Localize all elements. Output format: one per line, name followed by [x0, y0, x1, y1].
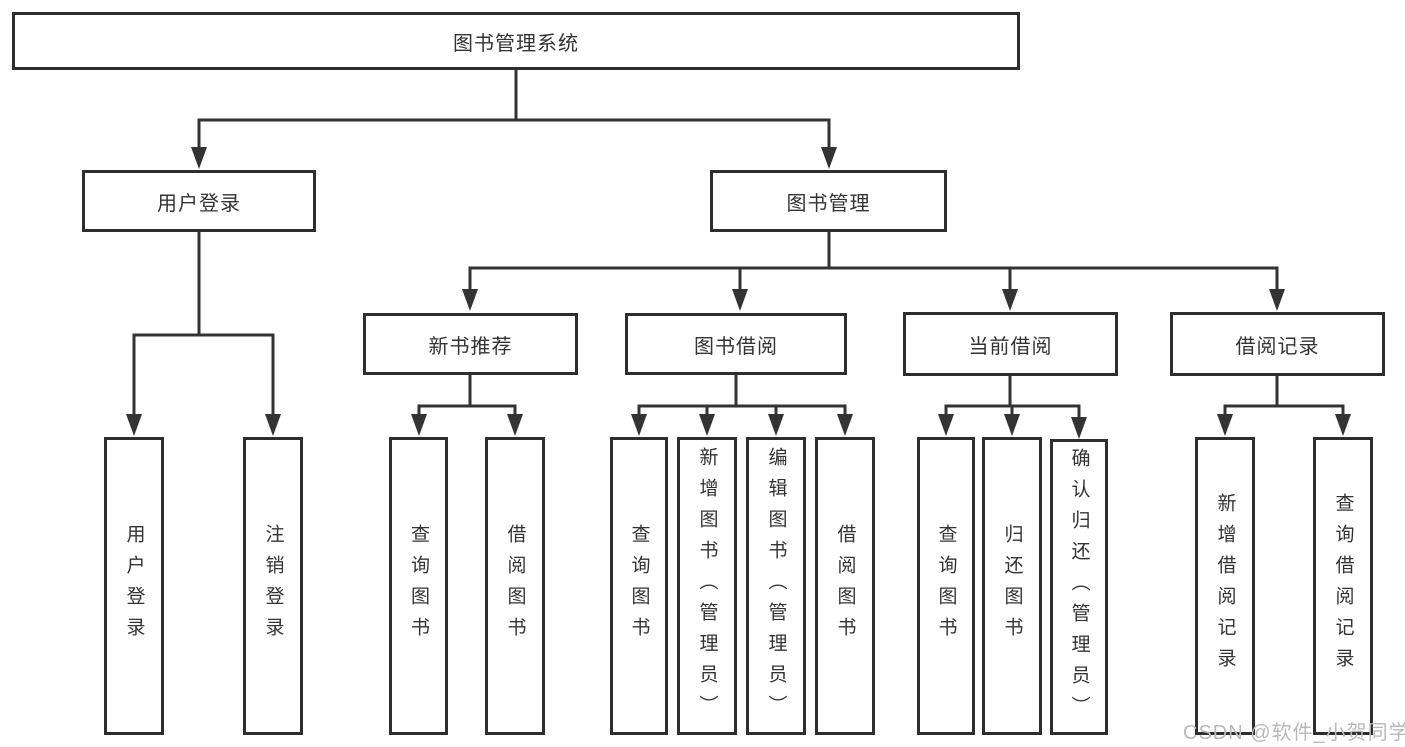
node-user-login: 用户登录 [82, 170, 316, 232]
leaf-add-book-admin: 新增图书（管理员） [677, 437, 737, 735]
leaf-add-borrow-record: 新增借阅记录 [1195, 437, 1255, 735]
leaf-user-login: 用户登录 [104, 437, 164, 735]
leaf-logout: 注销登录 [243, 437, 303, 735]
leaf-query-book-recommend: 查询图书 [389, 437, 448, 735]
node-book-borrow: 图书借阅 [625, 313, 847, 375]
node-library-management-system: 图书管理系统 [12, 12, 1020, 70]
node-new-book-recommend: 新书推荐 [363, 313, 578, 375]
leaf-query-borrow-record: 查询借阅记录 [1313, 437, 1373, 735]
node-book-management: 图书管理 [710, 170, 947, 232]
node-current-borrow: 当前借阅 [903, 312, 1118, 376]
leaf-edit-book-admin: 编辑图书（管理员） [746, 437, 806, 735]
leaf-query-book-current: 查询图书 [917, 437, 975, 735]
leaf-return-book: 归还图书 [982, 437, 1042, 735]
leaf-query-book-borrow: 查询图书 [610, 437, 668, 735]
leaf-borrow-book: 借阅图书 [815, 437, 875, 735]
leaf-confirm-return-admin: 确认归还（管理员） [1050, 439, 1108, 735]
node-borrow-records: 借阅记录 [1170, 312, 1385, 376]
leaf-borrow-book-recommend: 借阅图书 [485, 437, 545, 735]
csdn-watermark: CSDN @软件_小贺同学 [1183, 722, 1405, 744]
